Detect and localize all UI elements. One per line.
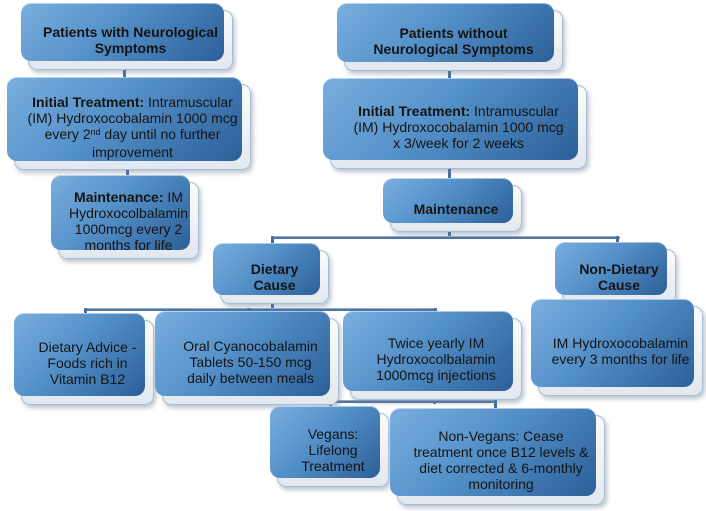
dietary-cause-label: Dietary Cause — [250, 261, 299, 293]
non-dietary-cause-label: Non-Dietary Cause — [579, 260, 659, 293]
maintenance-neuro-label: Maintenance: — [74, 188, 164, 205]
node-initial-treatment-neuro: Initial Treatment: Intramuscular (IM) Hy… — [7, 77, 251, 170]
node-maintenance-neuro: Maintenance: IM Hydroxocolbalamin 1000mc… — [51, 175, 199, 259]
twice-yearly-im-body: Twice yearly IM Hydroxocolbalamin 1000mc… — [376, 335, 496, 383]
node-non-vegans: Non-Vegans: Cease treatment once B12 lev… — [390, 408, 605, 505]
node-maintenance: Maintenance — [383, 178, 522, 232]
initial-treatment-neuro-body1: Intramuscular (IM) Hydroxocobalamin 1000… — [27, 94, 238, 142]
connector-dietary-to-leafbar — [271, 298, 274, 311]
node-patients-without-neuro-symptoms: Patients without Neurological Symptoms — [337, 3, 563, 71]
branchbar-vegan — [329, 400, 497, 403]
branchbar-dietary-children — [84, 308, 437, 311]
oral-cyanocobalamin-body: Oral Cyanocobalamin Tablets 50-150 mcg d… — [183, 337, 318, 386]
ordinal-superscript: nd — [90, 127, 101, 137]
branchbar-cause — [271, 236, 620, 239]
node-patients-with-neuro-symptoms-label: Patients with Neurological Symptoms — [42, 24, 219, 56]
node-initial-treatment-noneuro: Initial Treatment: Intramuscular (IM) Hy… — [323, 78, 587, 169]
maintenance-neuro-body: IM Hydroxocolbalamin 1000mcg every 2 mon… — [68, 188, 189, 253]
initial-treatment-neuro-body2: day until no further improvement — [92, 126, 221, 160]
non-vegans-body: Non-Vegans: Cease treatment once B12 lev… — [413, 428, 589, 492]
node-im-every-3-months: IM Hydroxocobalamin every 3 months for l… — [531, 299, 703, 396]
node-twice-yearly-im: Twice yearly IM Hydroxocolbalamin 1000mc… — [343, 311, 522, 400]
node-dietary-cause: Dietary Cause — [213, 243, 329, 304]
node-dietary-advice: Dietary Advice - Foods rich in Vitamin B… — [14, 313, 154, 405]
node-patients-with-neuro-symptoms: Patients with Neurological Symptoms — [21, 3, 233, 70]
dietary-advice-body: Dietary Advice - Foods rich in Vitamin B… — [38, 338, 137, 387]
initial-treatment-neuro-label: Initial Treatment: — [32, 94, 145, 110]
maintenance-label: Maintenance — [413, 200, 499, 217]
vegans-body: Vegans: Lifelong Treatment — [301, 426, 365, 474]
node-oral-cyanocobalamin: Oral Cyanocobalamin Tablets 50-150 mcg d… — [155, 311, 339, 405]
connector-initial-to-maintenance-right — [448, 163, 451, 190]
initial-treatment-noneuro-label: Initial Treatment: — [358, 103, 471, 119]
node-non-dietary-cause: Non-Dietary Cause — [555, 242, 676, 304]
node-patients-without-neuro-symptoms-label: Patients without Neurological Symptoms — [373, 24, 534, 57]
connector-noneuro-to-initial — [448, 65, 451, 89]
connector-maintenance-to-branchbar — [448, 226, 451, 239]
im-every-3-months-body: IM Hydroxocobalamin every 3 months for l… — [551, 335, 690, 367]
connector-neuro-to-initial — [123, 64, 126, 88]
node-vegans: Vegans: Lifelong Treatment — [270, 406, 389, 487]
initial-treatment-noneuro-body: Intramuscular (IM) Hydroxocobalamin 1000… — [353, 103, 564, 151]
